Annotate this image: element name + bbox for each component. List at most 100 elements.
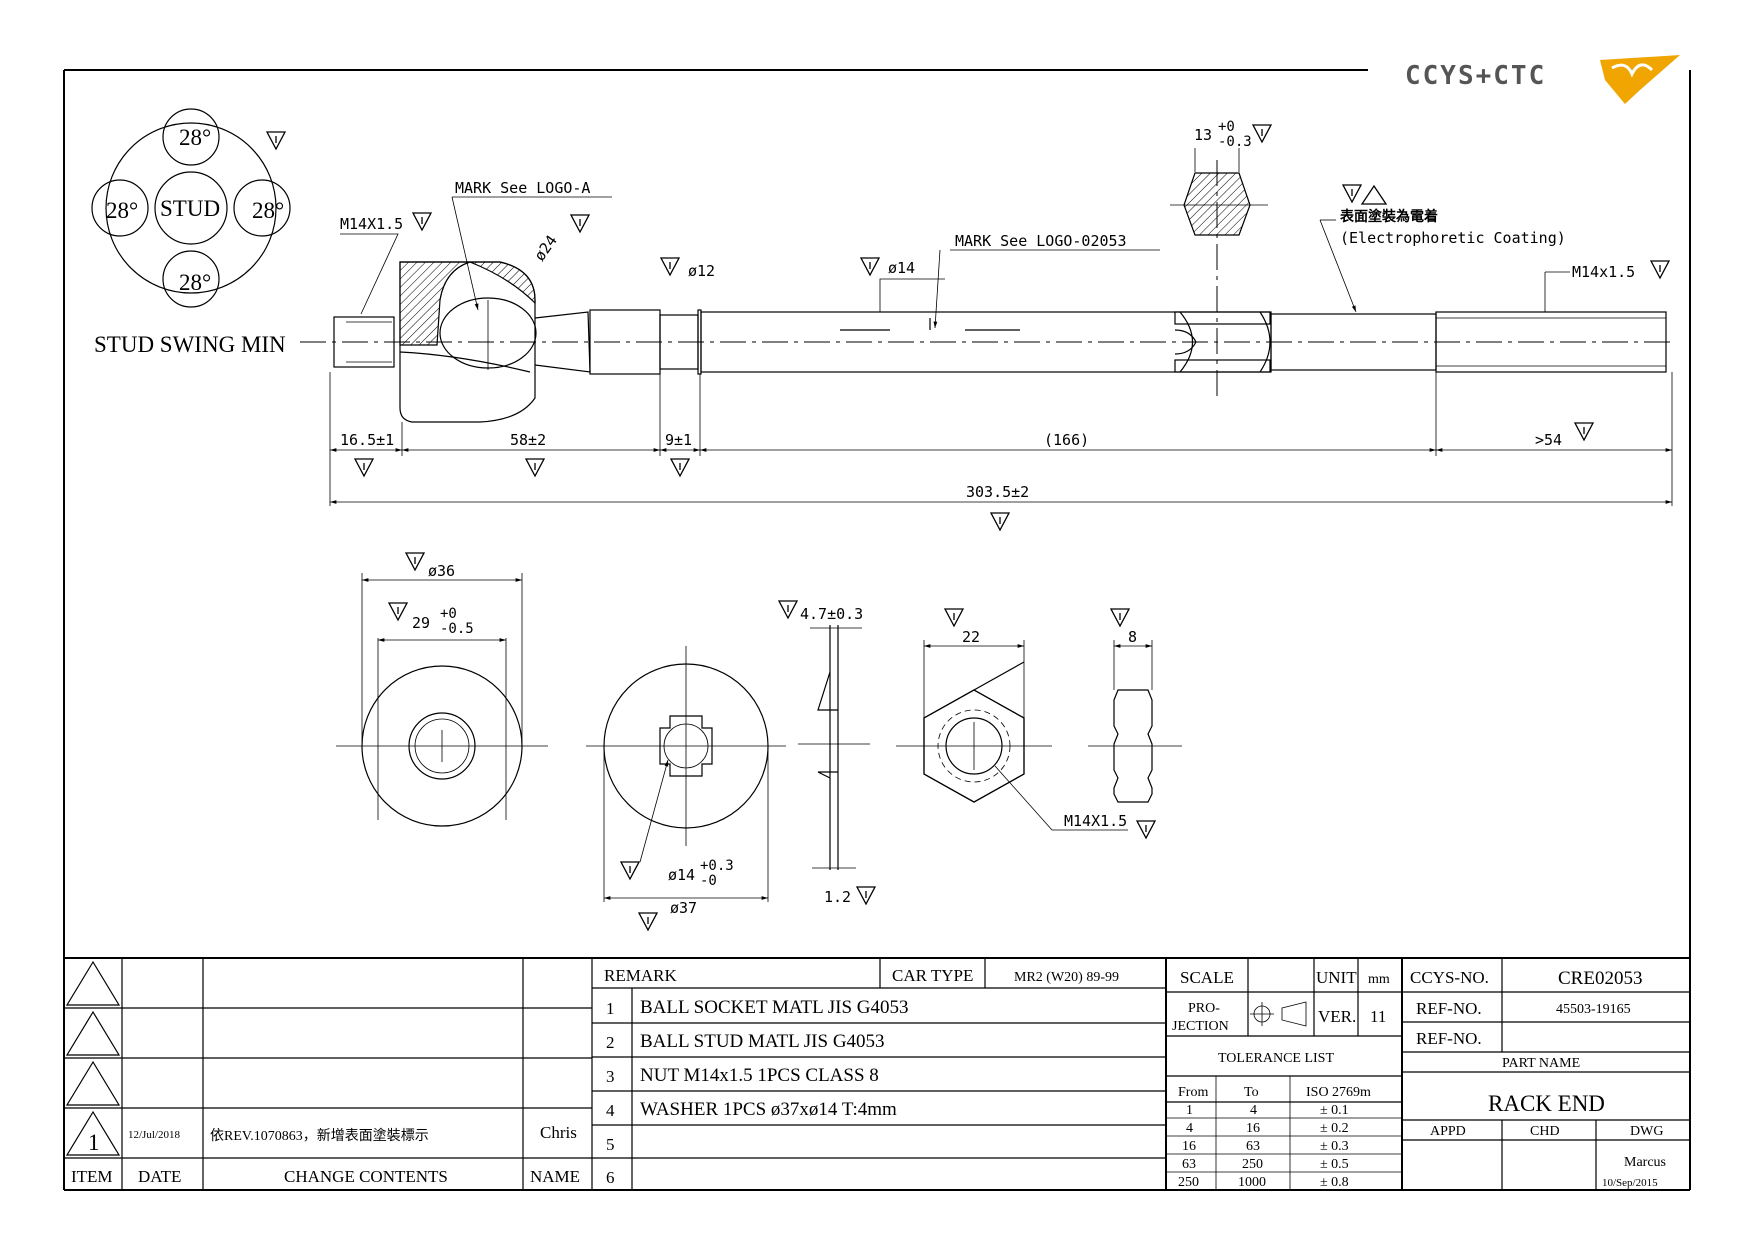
tolerance-title: TOLERANCE LIST: [1218, 1051, 1334, 1066]
dwg-date: 10/Sep/2015: [1602, 1177, 1658, 1189]
rev-name: Chris: [540, 1123, 577, 1142]
drawer-name: Marcus: [1624, 1155, 1666, 1170]
tol-row-4-to: 250: [1242, 1157, 1263, 1172]
label-mark-b: MARK See LOGO-02053: [955, 232, 1127, 250]
dim-d5: >54: [1535, 431, 1562, 449]
tol-row-1-to: 4: [1250, 1103, 1257, 1118]
remark-num-1: 1: [606, 999, 615, 1018]
dwg-label: DWG: [1630, 1124, 1663, 1139]
part-name-value: RACK END: [1488, 1091, 1605, 1116]
nut-front-view: 22 M14X1.5: [896, 608, 1156, 839]
ref-no-1-value: 45503-19165: [1556, 1002, 1631, 1017]
label-neck-dia: ø12: [688, 262, 715, 280]
swing-angle-right: 28°: [252, 198, 284, 223]
washer-side-thick: 4.7±0.3: [800, 605, 863, 623]
remark-num-3: 3: [606, 1067, 615, 1086]
tol-from-hdr: From: [1178, 1085, 1208, 1100]
label-mark-a: MARK See LOGO-A: [455, 179, 590, 197]
label-thread-left: M14X1.5: [340, 215, 403, 233]
tol-row-5-from: 250: [1178, 1175, 1199, 1190]
rack-end-assembly: [300, 160, 1672, 423]
tol-row-2-val: ± 0.2: [1320, 1121, 1349, 1136]
ref-no-2-label: REF-NO.: [1416, 1029, 1482, 1048]
title-block: 1 12/Jul/2018 依REV.1070863，新增表面塗裝標示 Chri…: [64, 957, 1690, 1190]
label-thread-right: M14x1.5: [1572, 263, 1635, 281]
lockwasher-bore-upper: +0.3: [700, 858, 734, 874]
chd-label: CHD: [1530, 1124, 1560, 1139]
nut-width: 22: [962, 628, 980, 646]
logo-text: CCYS+CTC: [1405, 61, 1546, 91]
appd-label: APPD: [1430, 1124, 1466, 1139]
label-hex-size: 13: [1194, 126, 1212, 144]
remark-item-3: NUT M14x1.5 1PCS CLASS 8: [640, 1065, 879, 1086]
remark-item-4: WASHER 1PCS ø37xø14 T:4mm: [640, 1099, 897, 1120]
hdr-content: CHANGE CONTENTS: [284, 1167, 448, 1186]
swing-angle-top: 28°: [179, 125, 211, 150]
tol-row-5-to: 1000: [1238, 1175, 1266, 1190]
nut-side-view: 8: [1088, 608, 1182, 803]
remark-item-1: BALL SOCKET MATL JIS G4053: [640, 997, 908, 1018]
label-coating-en: (Electrophoretic Coating): [1340, 229, 1566, 247]
unit-value: mm: [1368, 972, 1390, 987]
tol-row-3-val: ± 0.3: [1320, 1139, 1349, 1154]
hdr-date: DATE: [138, 1167, 181, 1186]
dim-d1: 16.5±1: [340, 431, 394, 449]
tol-row-1-from: 1: [1186, 1103, 1193, 1118]
nut-height: 8: [1128, 628, 1137, 646]
dim-d3: 9±1: [665, 431, 692, 449]
unit-label: UNIT: [1316, 968, 1357, 987]
tol-row-4-from: 63: [1182, 1157, 1196, 1172]
ver-label: VER.: [1318, 1007, 1356, 1026]
remark-num-2: 2: [606, 1033, 615, 1052]
lockwasher-bore-lower: -0: [700, 873, 717, 889]
hdr-item: ITEM: [71, 1167, 113, 1186]
tol-row-2-from: 4: [1186, 1121, 1193, 1136]
swing-center-label: STUD: [160, 196, 220, 221]
dim-total: 303.5±2: [966, 483, 1029, 501]
ref-no-1-label: REF-NO.: [1416, 999, 1482, 1018]
washer-outer-dia: ø36: [428, 562, 455, 580]
washer-view: ø36 29 +0 -0.5: [336, 552, 548, 827]
tol-row-3-to: 63: [1246, 1139, 1260, 1154]
lock-washer-view: ø14 +0.3 -0 ø37: [586, 646, 786, 931]
washer-inner-base: 29: [412, 614, 430, 632]
label-ball-dia: ø24: [531, 232, 561, 265]
tol-to-hdr: To: [1244, 1085, 1259, 1100]
nut-thread: M14X1.5: [1064, 812, 1127, 830]
company-logo: CCYS+CTC: [1405, 55, 1680, 104]
leader-labels: M14X1.5 MARK See LOGO-A ø24 ø12 ø14 MARK…: [340, 119, 1670, 329]
tol-row-1-val: ± 0.1: [1320, 1103, 1349, 1118]
tol-row-5-val: ± 0.8: [1320, 1175, 1349, 1190]
washer-inner-upper: +0: [440, 606, 457, 622]
tol-std-hdr: ISO 2769m: [1306, 1085, 1371, 1100]
dim-d2: 58±2: [510, 431, 546, 449]
sheet-border: [63, 69, 1691, 1191]
remark-item-2: BALL STUD MATL JIS G4053: [640, 1031, 885, 1052]
label-hex-tol-upper: +0: [1218, 119, 1235, 135]
hdr-name: NAME: [530, 1167, 580, 1186]
remark-num-5: 5: [606, 1135, 615, 1154]
rev-number: 1: [88, 1130, 100, 1155]
logo-mark: [1600, 55, 1680, 104]
scale-label: SCALE: [1180, 968, 1234, 987]
projection-2: JECTION: [1172, 1019, 1229, 1034]
tol-row-3-from: 16: [1182, 1139, 1196, 1154]
rev-date: 12/Jul/2018: [128, 1129, 180, 1141]
projection-1: PRO-: [1188, 1001, 1220, 1016]
ccys-no-label: CCYS-NO.: [1410, 968, 1489, 987]
car-type-value: MR2 (W20) 89-99: [1014, 970, 1119, 985]
stud-swing-diagram: 28° 28° STUD 28° 28° STUD SWING MIN: [91, 108, 291, 357]
label-hex-tol-lower: -0.3: [1218, 134, 1252, 150]
swing-angle-left: 28°: [106, 198, 138, 223]
remark-num-6: 6: [606, 1168, 615, 1187]
tol-row-4-val: ± 0.5: [1320, 1157, 1349, 1172]
length-dimensions: 16.5±1 58±2 9±1 (166) >54 303.5±2: [329, 372, 1673, 531]
swing-caption: STUD SWING MIN: [94, 332, 286, 357]
lockwasher-outer-dia: ø37: [670, 899, 697, 917]
remark-num-4: 4: [606, 1101, 615, 1120]
inspection-symbol: [266, 131, 286, 150]
projection-symbol-icon: [1250, 1001, 1307, 1027]
car-type-label: CAR TYPE: [892, 966, 973, 985]
remark-title: REMARK: [604, 966, 677, 985]
